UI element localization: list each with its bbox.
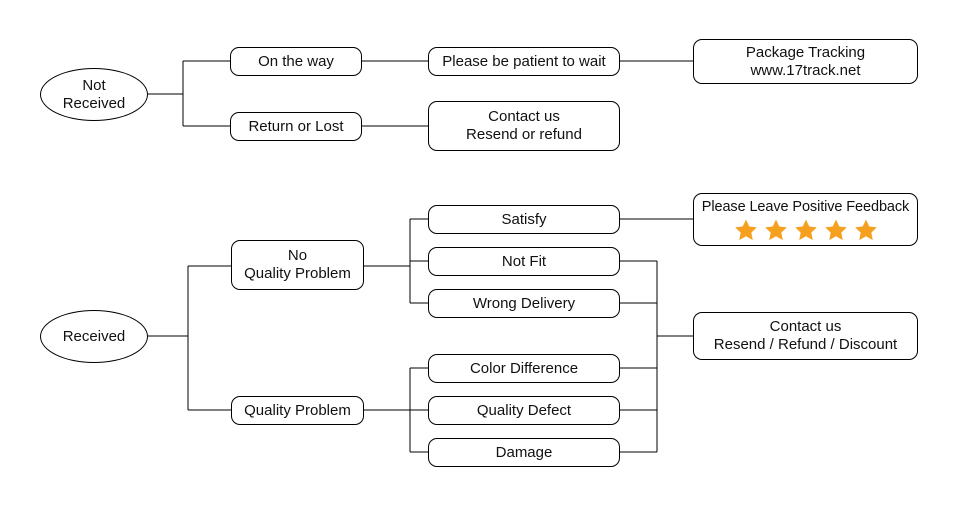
- node-quality-defect[interactable]: Quality Defect: [428, 396, 620, 425]
- node-damage[interactable]: Damage: [428, 438, 620, 467]
- feedback-label: Please Leave Positive Feedback: [701, 198, 910, 215]
- star-icon[interactable]: [794, 218, 818, 242]
- star-icon[interactable]: [764, 218, 788, 242]
- star-icon[interactable]: [854, 218, 878, 242]
- node-not-received[interactable]: Not Received: [40, 68, 148, 121]
- node-please-be-patient-to-wait[interactable]: Please be patient to wait: [428, 47, 620, 76]
- node-wrong-delivery[interactable]: Wrong Delivery: [428, 289, 620, 318]
- node-no-quality-problem[interactable]: No Quality Problem: [231, 240, 364, 290]
- node-return-or-lost[interactable]: Return or Lost: [230, 112, 362, 141]
- node-positive-feedback[interactable]: Please Leave Positive Feedback: [693, 193, 918, 246]
- node-color-difference[interactable]: Color Difference: [428, 354, 620, 383]
- star-rating[interactable]: [734, 218, 878, 242]
- node-satisfy[interactable]: Satisfy: [428, 205, 620, 234]
- node-not-fit[interactable]: Not Fit: [428, 247, 620, 276]
- star-icon[interactable]: [824, 218, 848, 242]
- node-quality-problem[interactable]: Quality Problem: [231, 396, 364, 425]
- node-contact-us-resend-refund-discount[interactable]: Contact us Resend / Refund / Discount: [693, 312, 918, 360]
- node-package-tracking[interactable]: Package Tracking www.17track.net: [693, 39, 918, 84]
- node-received[interactable]: Received: [40, 310, 148, 363]
- star-icon[interactable]: [734, 218, 758, 242]
- node-contact-us-resend-or-refund[interactable]: Contact us Resend or refund: [428, 101, 620, 151]
- node-on-the-way[interactable]: On the way: [230, 47, 362, 76]
